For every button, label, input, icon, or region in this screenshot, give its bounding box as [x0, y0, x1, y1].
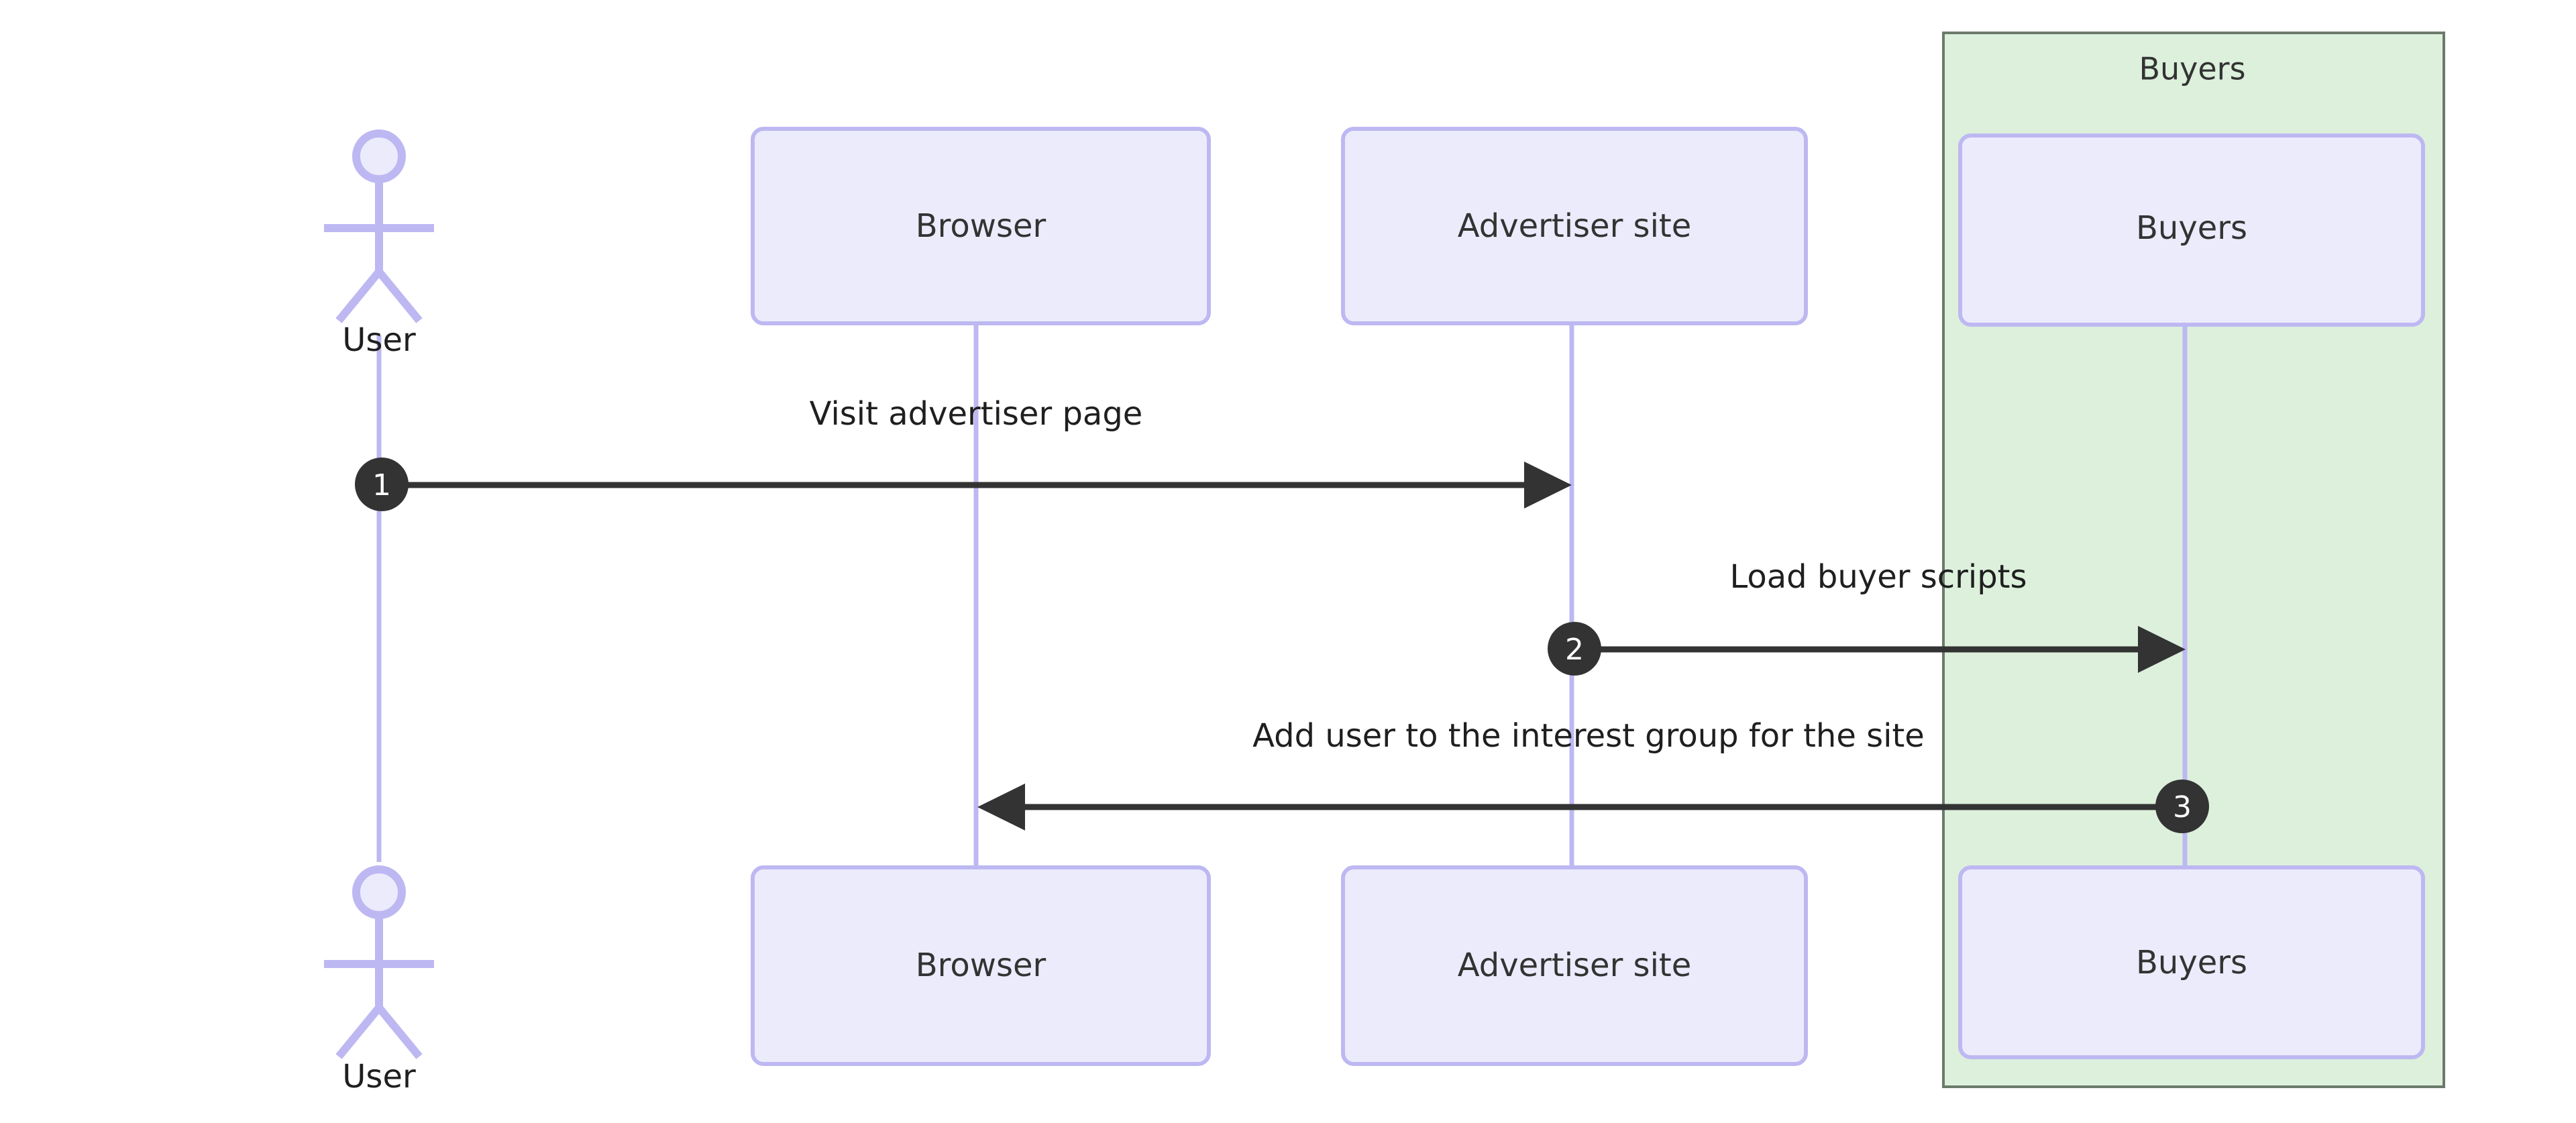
- participant-label-user-top: User: [342, 321, 416, 359]
- participant-buyers-top[interactable]: Buyers: [1958, 133, 2425, 327]
- group-buyers-title: Buyers: [2139, 51, 2245, 87]
- message-2-label: Load buyer scripts: [1730, 558, 2027, 596]
- message-3-label: Add user to the interest group for the s…: [1252, 717, 1925, 755]
- message-3-sequence-number: 3: [2173, 790, 2192, 824]
- participant-box-advertiser-bottom: [1341, 865, 1808, 1066]
- participant-box-browser-bottom: [751, 865, 1211, 1066]
- participant-user-bottom[interactable]: User: [324, 865, 434, 1095]
- message-2-sequence-number: 2: [1565, 633, 1584, 667]
- message-1-sequence-marker: [355, 458, 409, 511]
- user-actor-leg-left-bottom-icon: [335, 1005, 382, 1059]
- participant-buyers-bottom[interactable]: Buyers: [1958, 865, 2425, 1059]
- user-actor-leg-right-bottom-icon: [376, 1005, 423, 1059]
- user-actor-head-icon: [352, 129, 406, 183]
- message-2[interactable]: Load buyer scripts 2: [1548, 558, 2186, 676]
- message-3-arrowhead-icon: [977, 784, 1025, 831]
- message-1-sequence-number: 1: [372, 468, 391, 502]
- message-2-arrowhead-icon: [2138, 626, 2186, 673]
- participant-label-browser-bottom: Browser: [916, 947, 1046, 984]
- message-1[interactable]: Visit advertiser page 1: [355, 395, 1572, 511]
- participant-label-user-bottom: User: [342, 1058, 416, 1095]
- user-actor-leg-right-icon: [376, 269, 423, 323]
- message-2-sequence-marker: [1548, 622, 1601, 676]
- participant-label-advertiser-bottom: Advertiser site: [1458, 947, 1692, 984]
- user-actor-leg-left-icon: [335, 269, 382, 323]
- message-3-sequence-marker: [2155, 780, 2209, 833]
- participant-advertiser-top[interactable]: Advertiser site: [1341, 127, 1808, 325]
- participant-user-top[interactable]: User: [324, 129, 434, 359]
- user-actor-head-bottom-icon: [352, 865, 406, 919]
- participant-browser-bottom[interactable]: Browser: [751, 865, 1211, 1066]
- message-1-arrowhead-icon: [1524, 462, 1572, 509]
- participant-label-buyers-bottom: Buyers: [2136, 944, 2247, 981]
- participant-label-buyers-top: Buyers: [2136, 209, 2247, 247]
- message-1-label: Visit advertiser page: [810, 395, 1143, 433]
- participant-browser-top[interactable]: Browser: [751, 127, 1211, 325]
- message-3[interactable]: Add user to the interest group for the s…: [977, 717, 2209, 833]
- participant-advertiser-bottom[interactable]: Advertiser site: [1341, 865, 1808, 1066]
- participant-label-browser-top: Browser: [916, 207, 1046, 245]
- participant-box-buyers-top: [1958, 133, 2425, 327]
- participant-box-browser-top: [751, 127, 1211, 325]
- participant-label-advertiser-top: Advertiser site: [1458, 207, 1692, 245]
- participant-box-buyers-bottom: [1958, 865, 2425, 1059]
- participant-box-advertiser-top: [1341, 127, 1808, 325]
